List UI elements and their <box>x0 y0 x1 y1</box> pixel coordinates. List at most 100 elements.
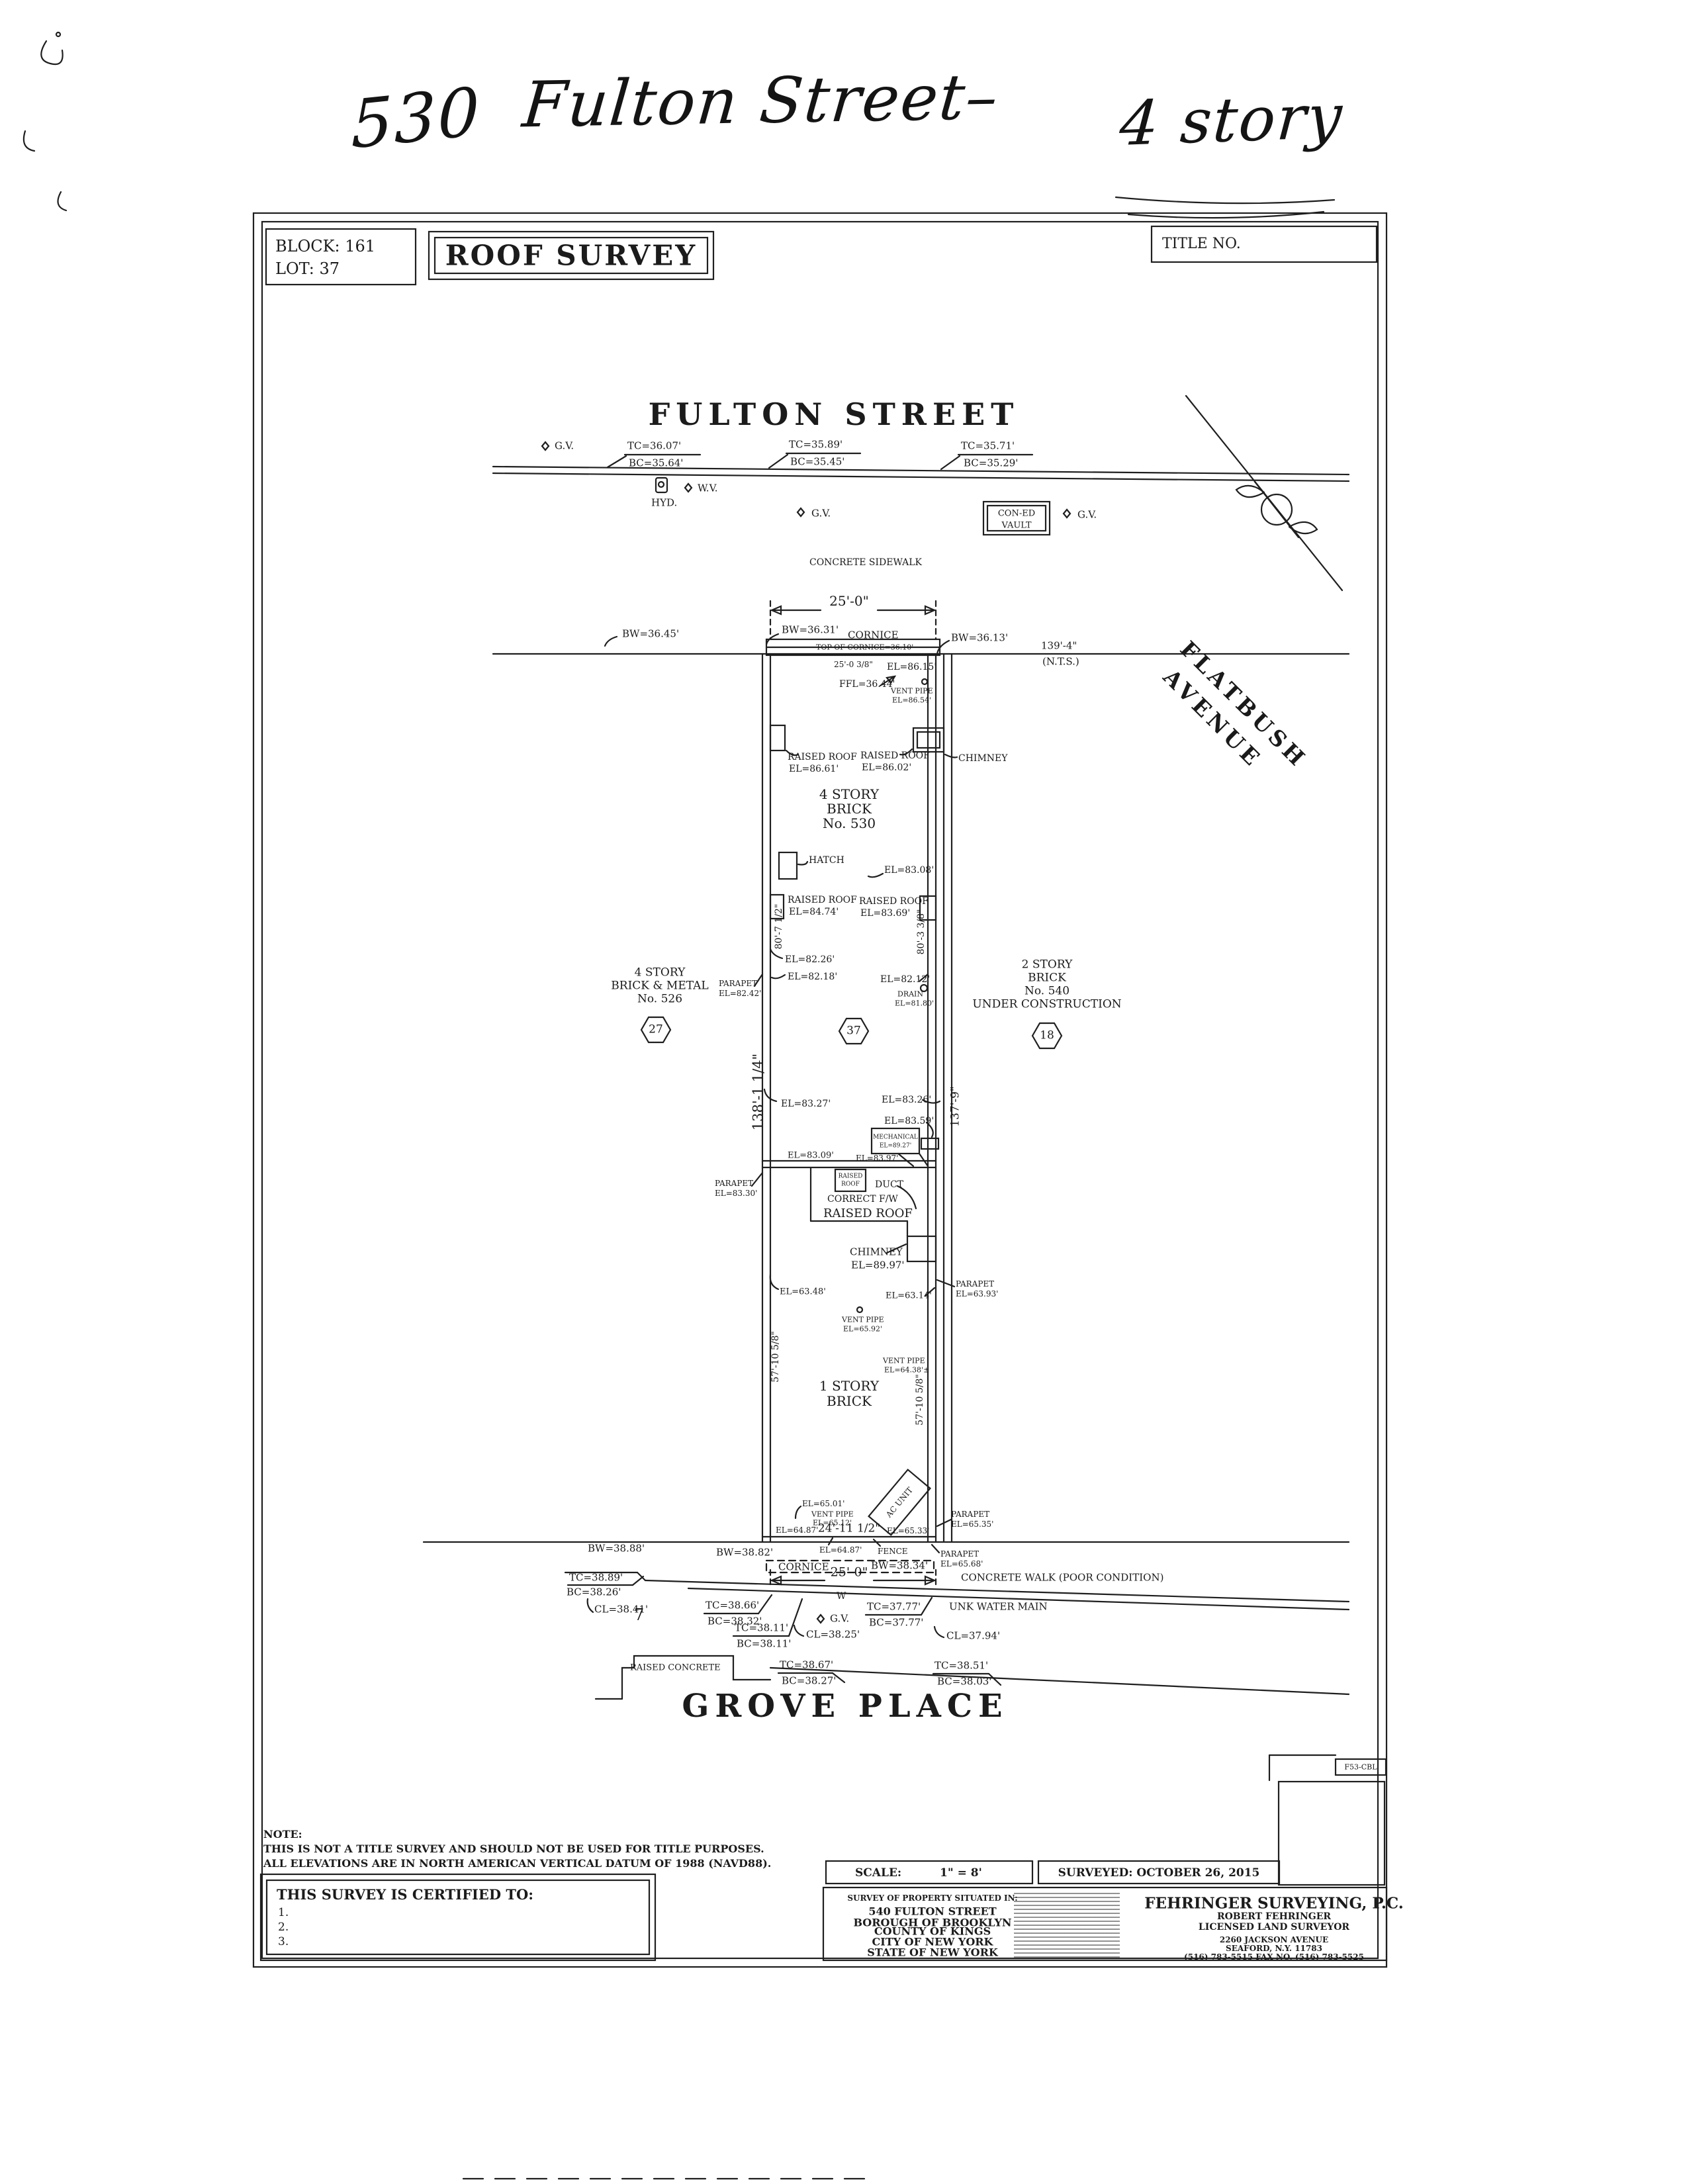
handwritten-underline <box>1115 196 1336 219</box>
survey-label: No. 530 <box>822 815 876 831</box>
survey-label: VAULT <box>1001 520 1032 531</box>
survey-label: PARAPET <box>719 979 758 988</box>
lot-number-27: 27 <box>649 1023 663 1036</box>
firm-line: (516) 783-5515 FAX NO. (516) 783-5525 <box>1184 1952 1364 1962</box>
survey-label: EL=83.08' <box>884 865 934 876</box>
survey-label: BC=35.64' <box>629 457 684 469</box>
survey-label: 57'-10 5/8" <box>770 1331 781 1383</box>
firm-line: 2260 JACKSON AVENUE <box>1219 1935 1329 1944</box>
survey-label: EL=82.18' <box>788 972 838 982</box>
survey-label: 1 STORY <box>819 1378 880 1394</box>
header-boxes <box>265 225 1378 286</box>
survey-label: EL=63.14' <box>886 1291 932 1301</box>
rear-width-dimension <box>769 1569 937 1587</box>
survey-label: PARAPET <box>940 1549 979 1559</box>
survey-label: BC=35.29' <box>964 457 1019 469</box>
survey-label: W.V. <box>698 482 718 494</box>
survey-label: 2 STORY <box>1021 958 1073 972</box>
survey-label: EL=64.87' <box>776 1525 819 1535</box>
handwritten-title-number: 530 <box>351 72 481 164</box>
lot-number-37: 37 <box>846 1024 861 1038</box>
note-line: ALL ELEVATIONS ARE IN NORTH AMERICAN VER… <box>263 1857 772 1870</box>
survey-label: TC=35.71' <box>961 439 1015 452</box>
scan-scribbles <box>23 31 68 212</box>
roof-hatch <box>778 851 884 880</box>
certification-heading: THIS SURVEY IS CERTIFIED TO: <box>277 1886 534 1903</box>
survey-label: TC=36.07' <box>627 439 682 452</box>
note-heading: NOTE: <box>263 1828 302 1841</box>
front-cornice <box>604 633 950 657</box>
certification-item: 2. <box>278 1921 289 1934</box>
sheet-title: ROOF SURVEY <box>445 239 698 272</box>
survey-label: 4 STORY <box>634 966 686 979</box>
survey-label: CONCRETE WALK (POOR CONDITION) <box>961 1571 1164 1584</box>
survey-label: BC=38.03' <box>937 1675 992 1688</box>
front-width-dimension <box>769 600 937 641</box>
raised-roof-outline <box>809 1166 937 1263</box>
survey-label: EL=89.27' <box>879 1142 912 1150</box>
property-lines <box>761 653 953 1543</box>
situated-heading: SURVEY OF PROPERTY SITUATED IN: <box>847 1893 1018 1903</box>
survey-label: CON-ED <box>997 508 1036 519</box>
survey-label: BC=38.11' <box>737 1637 792 1650</box>
roof-structures-mid <box>769 893 937 921</box>
survey-label: FENCE <box>878 1547 908 1556</box>
survey-label: RAISED ROOF <box>860 751 930 761</box>
survey-label: BC=35.45' <box>790 455 845 468</box>
survey-label: CL=38.25' <box>806 1628 860 1641</box>
survey-label: TC=38.51' <box>934 1659 989 1672</box>
north-arrow <box>1185 394 1343 592</box>
survey-label: 25'-0 3/8" <box>834 660 873 669</box>
certification-item: 3. <box>278 1935 289 1948</box>
survey-label: W <box>837 1591 846 1602</box>
survey-label: EL=65.01' <box>802 1499 845 1508</box>
survey-label: EL=82.12' <box>880 974 931 985</box>
survey-label: EL=86.54' <box>892 696 932 705</box>
firm-line: ROBERT FEHRINGER <box>1216 1911 1332 1922</box>
situated-line: STATE OF NEW YORK <box>867 1946 998 1959</box>
survey-label: BRICK & METAL <box>611 979 709 993</box>
survey-label: RAISED ROOF <box>823 1206 913 1220</box>
con-ed-vault-box <box>982 500 1051 536</box>
survey-label: EL=86.61' <box>789 764 839 774</box>
survey-label: 139'-4" <box>1041 639 1077 652</box>
survey-label: G.V. <box>1077 508 1097 521</box>
survey-label: BRICK <box>1028 971 1066 985</box>
title-no-label: TITLE NO. <box>1162 236 1241 252</box>
survey-label: EL=83.27' <box>781 1099 831 1109</box>
survey-label: EL=81.80' <box>895 999 934 1008</box>
survey-label: 137'-9" <box>948 1086 962 1127</box>
situated-line: 540 FULTON STREET <box>868 1905 997 1918</box>
corner-box-label: F53-CBL <box>1344 1762 1377 1772</box>
survey-label: 25'-0" <box>830 1565 868 1580</box>
survey-label: RAISED <box>838 1173 863 1180</box>
roof-structures-north <box>769 724 958 758</box>
scale-value: 1" = 8' <box>940 1866 982 1880</box>
curb-elevation-bars <box>606 452 1034 471</box>
survey-label: TC=38.67' <box>780 1659 834 1671</box>
survey-label: RAISED ROOF <box>859 896 929 907</box>
survey-label: EL=83.30' <box>715 1189 758 1198</box>
survey-label: PARAPET <box>951 1510 990 1519</box>
survey-label: BW=38.88' <box>588 1542 645 1555</box>
survey-label: EL=65.33' <box>887 1526 930 1535</box>
survey-label: EL=65.92' <box>843 1324 883 1334</box>
survey-label: EL=83.26' <box>882 1095 932 1105</box>
survey-label: EL=82.42' <box>719 989 762 998</box>
raised-concrete-steps <box>594 1655 1350 1700</box>
survey-label: EL=65.68' <box>940 1559 983 1569</box>
survey-label: UNK WATER MAIN <box>949 1600 1048 1613</box>
fulton-curb-lines <box>492 465 1350 482</box>
corner-inset-boxes <box>1268 1754 1387 1886</box>
survey-label: EL=65.12' <box>813 1518 852 1527</box>
survey-label: RAISED ROOF <box>788 752 857 762</box>
survey-label: BW=38.34' <box>871 1559 929 1572</box>
lot-hexagons <box>640 1016 1063 1050</box>
survey-label: CL=37.94' <box>946 1629 1001 1642</box>
survey-label: CORNICE <box>778 1561 829 1573</box>
handwritten-title-stories: 4 story <box>1117 80 1345 160</box>
survey-label: EL=65.35' <box>951 1520 994 1529</box>
rear-cornice <box>765 1559 935 1574</box>
lot-number: LOT: 37 <box>275 259 340 278</box>
survey-label: EL=83.69' <box>860 908 911 919</box>
